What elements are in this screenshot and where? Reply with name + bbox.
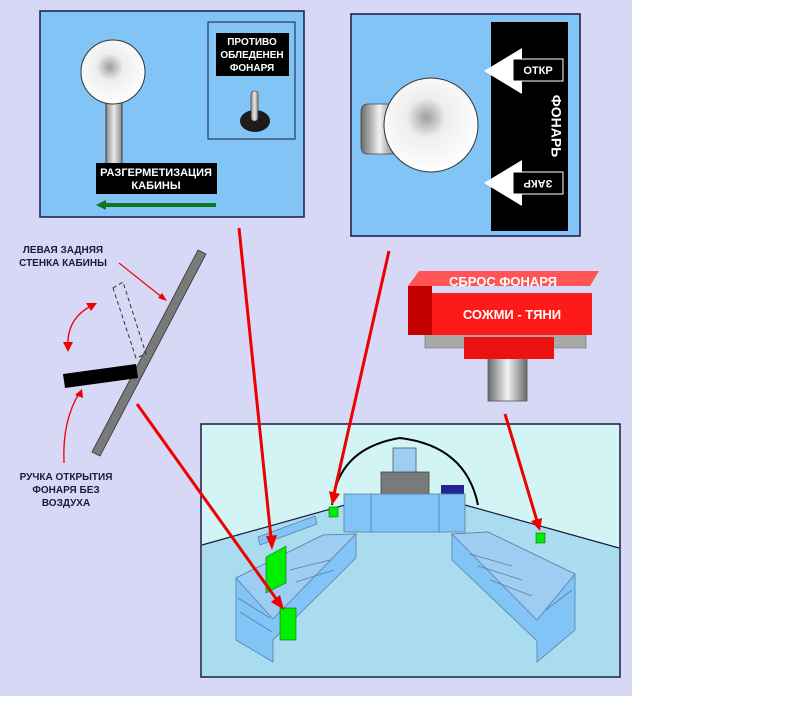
deice-label-line2: ОБЛЕДЕНЕН (220, 50, 283, 61)
open-label-box (512, 58, 564, 82)
jettison-handle-front (432, 293, 592, 335)
wall-label-leader-head (158, 293, 167, 301)
pointer-manual-handle (135, 403, 279, 601)
handle-label-line3: ВОЗДУХА (42, 498, 90, 509)
jettison-handle[interactable]: СБРОС ФОНАРЯ СОЖМИ - ТЯНИ (408, 271, 599, 402)
seat-headrest (392, 447, 417, 475)
jettison-handle-lower (464, 337, 554, 359)
jettison-handle-location (535, 532, 546, 544)
jettison-handle-shaft (487, 351, 528, 402)
depressurize-label-line2: КАБИНЫ (131, 180, 180, 192)
depressurize-label-box (96, 163, 217, 194)
pointer-jettison (503, 413, 539, 522)
canopy-handle-location (328, 506, 339, 518)
close-label: ЗАКР (524, 177, 553, 189)
wall-label-line2: СТЕНКА КАБИНЫ (19, 258, 107, 269)
cockpit-view (200, 423, 621, 678)
deice-toggle-switch[interactable] (240, 90, 270, 132)
canopy-handle-knob[interactable] (383, 77, 479, 173)
jettison-handle-top (408, 271, 599, 286)
pressure-panel-location (265, 545, 287, 594)
close-label-box (512, 171, 564, 195)
jettison-title: СБРОС ФОНАРЯ (449, 274, 557, 289)
pointer-arrows (135, 227, 542, 610)
right-console (451, 531, 576, 663)
deice-label-box (216, 33, 289, 76)
manual-handle-location (279, 607, 297, 641)
wall-label-line1: ЛЕВАЯ ЗАДНЯЯ (23, 245, 103, 256)
side-view-diagram: ЛЕВАЯ ЗАДНЯЯ СТЕНКА КАБИНЫ РУЧКА ОТКРЫТИ… (19, 245, 207, 509)
pointer-canopy (332, 250, 391, 495)
deice-label-line1: ПРОТИВО (227, 37, 277, 48)
rotation-arrow-head-bottom (63, 342, 73, 352)
handle-label-leader-head (75, 389, 83, 398)
open-label: ОТКР (523, 65, 552, 77)
wall-label-leader (118, 262, 164, 299)
manual-canopy-handle[interactable] (63, 364, 138, 388)
pointer-pressure (237, 227, 273, 539)
pressure-panel: РАЗГЕРМЕТИЗАЦИЯ КАБИНЫ ПРОТИВО ОБЛЕДЕНЕН… (39, 10, 305, 218)
handle-label-leader (63, 391, 81, 464)
canopy-arch (331, 436, 479, 506)
jettison-action: СОЖМИ - ТЯНИ (463, 307, 561, 322)
depressurize-handle-knob[interactable] (80, 39, 146, 105)
canopy-label-strip (491, 22, 568, 231)
rotation-arrow-head-top (86, 303, 97, 311)
deice-label-line3: ФОНАРЯ (230, 63, 274, 74)
jettison-handle-side (408, 286, 432, 335)
handle-label-line1: РУЧКА ОТКРЫТИЯ (20, 472, 113, 483)
pull-direction-arrow (96, 200, 216, 210)
handle-open-position (112, 281, 147, 359)
depressurize-handle-shaft (105, 99, 123, 171)
handle-label-line2: ФОНАРЯ БЕЗ (32, 485, 99, 496)
canopy-title: ФОНАРЬ (548, 95, 564, 157)
seat-back (380, 471, 430, 496)
canopy-panel: ОТКР ЗАКР ФОНАРЬ (350, 13, 581, 237)
rear-bulkhead (343, 493, 466, 533)
rear-wall (91, 249, 207, 457)
depressurize-label-line1: РАЗГЕРМЕТИЗАЦИЯ (100, 167, 212, 179)
